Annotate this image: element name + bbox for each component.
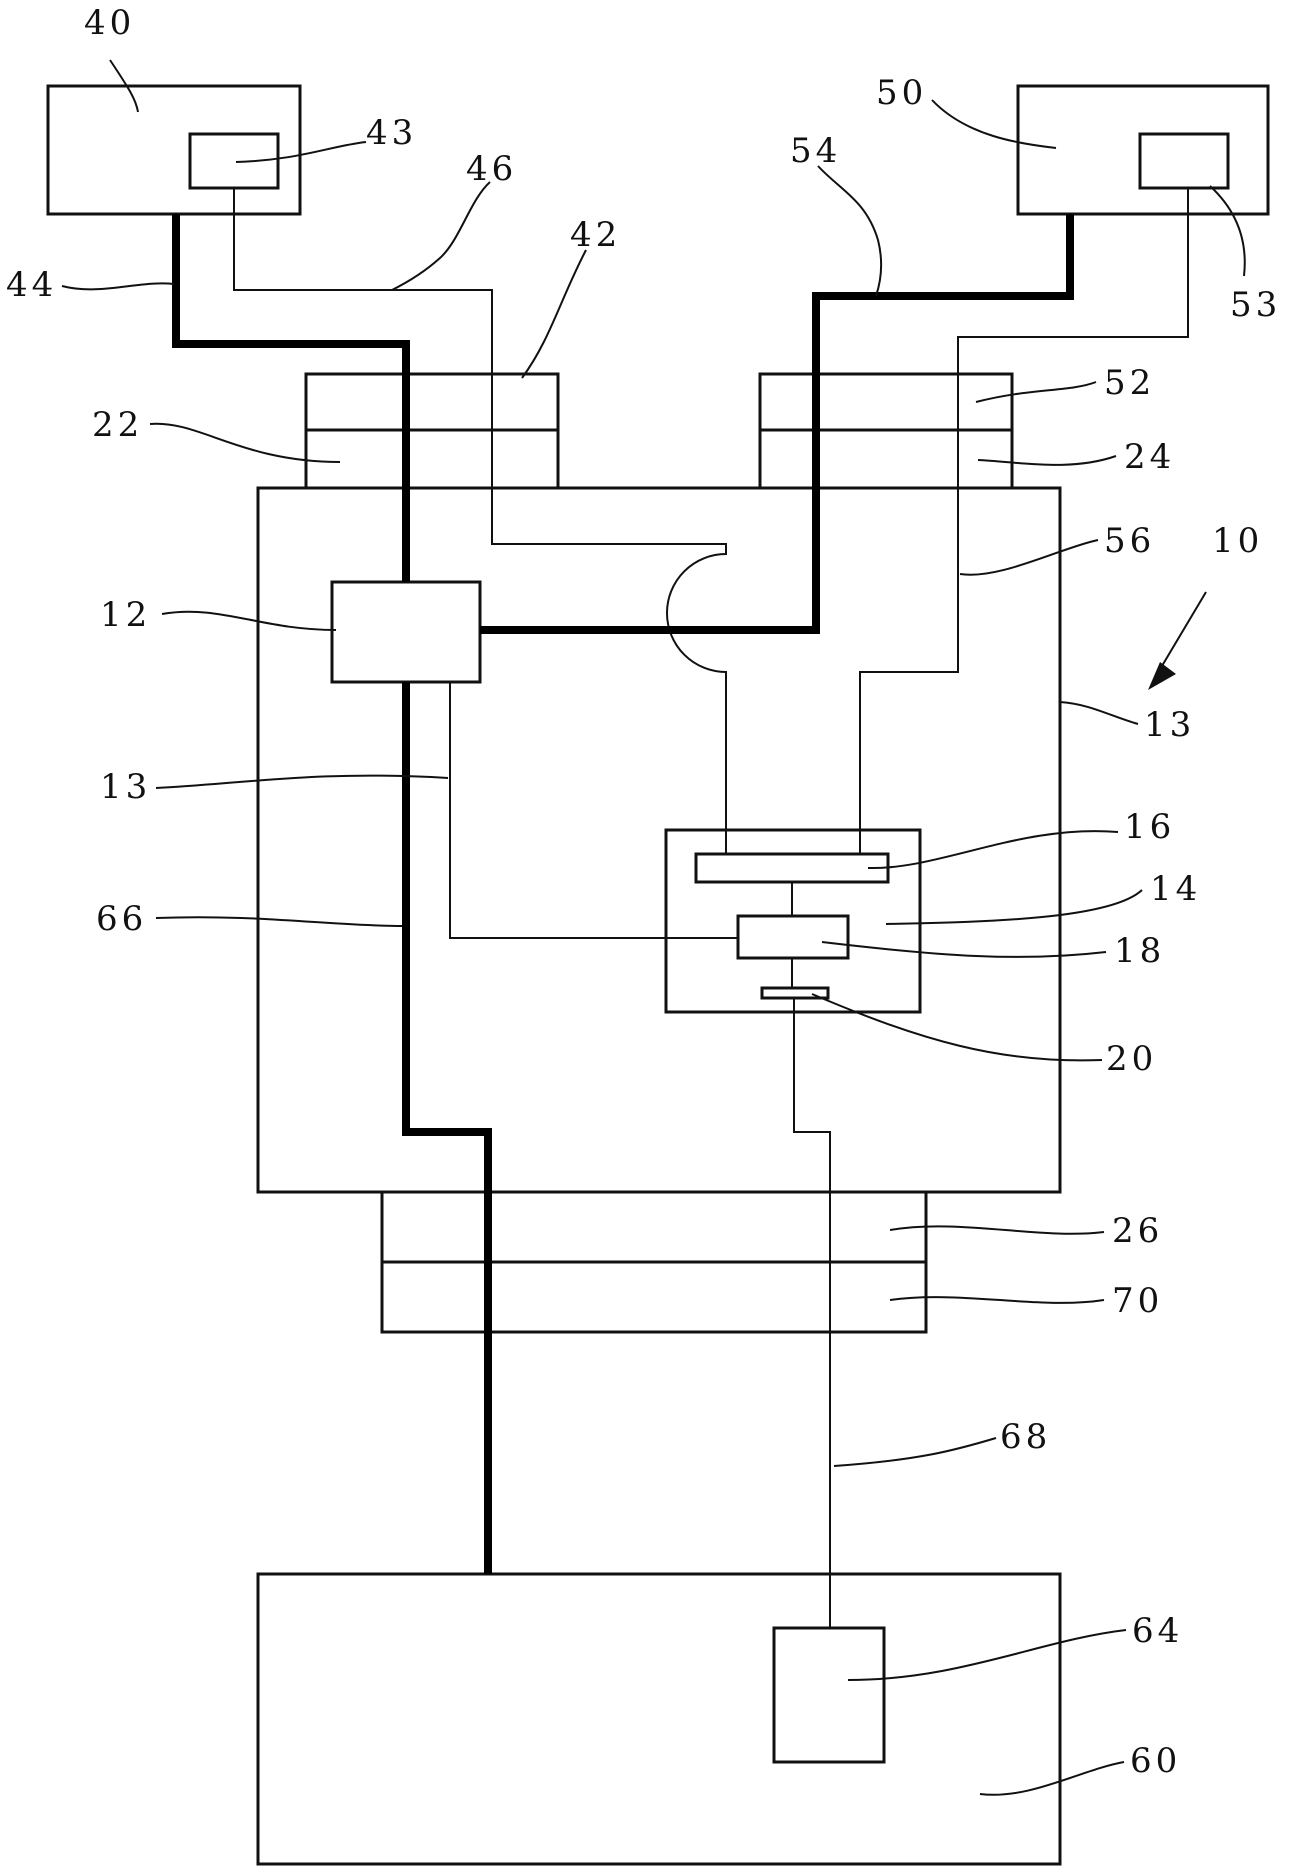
- connector-26-box: [380, 1190, 928, 1264]
- leader-20: [811, 993, 1103, 1062]
- leader-40: [109, 59, 139, 113]
- leader-52: [975, 381, 1097, 403]
- label-14: 14: [1150, 869, 1201, 909]
- unit-18-box: [736, 914, 850, 960]
- label-70: 70: [1112, 1281, 1163, 1321]
- leader-60: [979, 1761, 1125, 1796]
- power-line-54: [480, 214, 1074, 634]
- power-line-44: [172, 214, 410, 582]
- leader-70: [889, 1296, 1105, 1304]
- leader-56: [959, 539, 1099, 576]
- power-line-66: [402, 682, 492, 1574]
- connector-70-box: [380, 1260, 928, 1334]
- leader-13-right: [1059, 701, 1139, 725]
- label-44: 44: [6, 265, 57, 305]
- leader-22: [149, 422, 341, 463]
- connector-24-box: [758, 428, 1014, 490]
- label-22: 22: [92, 405, 143, 445]
- label-56: 56: [1104, 521, 1155, 561]
- leader-64: [847, 1629, 1127, 1681]
- leader-66: [155, 916, 403, 927]
- label-40: 40: [84, 3, 135, 43]
- label-43: 43: [366, 113, 417, 153]
- leader-10: [1155, 591, 1207, 677]
- plate-16-box: [694, 852, 890, 884]
- leader-44: [61, 282, 175, 291]
- signal-line-56: [859, 188, 1189, 854]
- leader-18: [821, 941, 1107, 958]
- label-50: 50: [876, 73, 927, 113]
- module-53-box: [1138, 132, 1230, 190]
- label-52: 52: [1104, 363, 1155, 403]
- module-64-box: [772, 1626, 886, 1764]
- label-54: 54: [790, 131, 841, 171]
- leader-42: [521, 249, 587, 379]
- label-46: 46: [466, 149, 517, 189]
- unit-12-box: [330, 580, 482, 684]
- leader-24: [977, 455, 1117, 466]
- label-13-right: 13: [1144, 705, 1195, 745]
- device-50-box: [1016, 84, 1270, 216]
- leader-53: [1209, 185, 1246, 277]
- connector-52-box: [758, 372, 1014, 432]
- housing-13-box: [256, 486, 1062, 1194]
- connector-42-box: [304, 372, 560, 432]
- label-64: 64: [1132, 1611, 1183, 1651]
- leader-14: [885, 889, 1143, 925]
- leader-43: [235, 141, 367, 163]
- leader-54: [817, 165, 883, 297]
- base-60-box: [256, 1572, 1062, 1866]
- signal-line-13: [449, 682, 738, 939]
- leader-68: [833, 1437, 997, 1467]
- label-13-left: 13: [100, 767, 151, 807]
- label-24: 24: [1124, 437, 1175, 477]
- label-42: 42: [570, 215, 621, 255]
- label-26: 26: [1112, 1211, 1163, 1251]
- device-40-box: [46, 84, 302, 216]
- leader-12: [161, 610, 337, 631]
- label-53: 53: [1230, 285, 1281, 325]
- label-12: 12: [100, 595, 151, 635]
- leader-16: [867, 830, 1119, 870]
- connector-22-box: [304, 428, 560, 490]
- leader-13-left: [155, 774, 449, 789]
- arrowhead-10: [1148, 662, 1176, 690]
- leader-46: [391, 181, 491, 291]
- signal-line-46: [233, 188, 727, 854]
- label-20: 20: [1106, 1039, 1157, 1079]
- label-16: 16: [1124, 807, 1175, 847]
- signal-line-68: [793, 998, 831, 1628]
- label-60: 60: [1130, 1741, 1181, 1781]
- leader-26: [889, 1225, 1105, 1235]
- label-10: 10: [1212, 521, 1263, 561]
- label-18: 18: [1114, 931, 1165, 971]
- leader-50: [931, 99, 1057, 149]
- label-68: 68: [1000, 1417, 1051, 1457]
- label-66: 66: [96, 899, 147, 939]
